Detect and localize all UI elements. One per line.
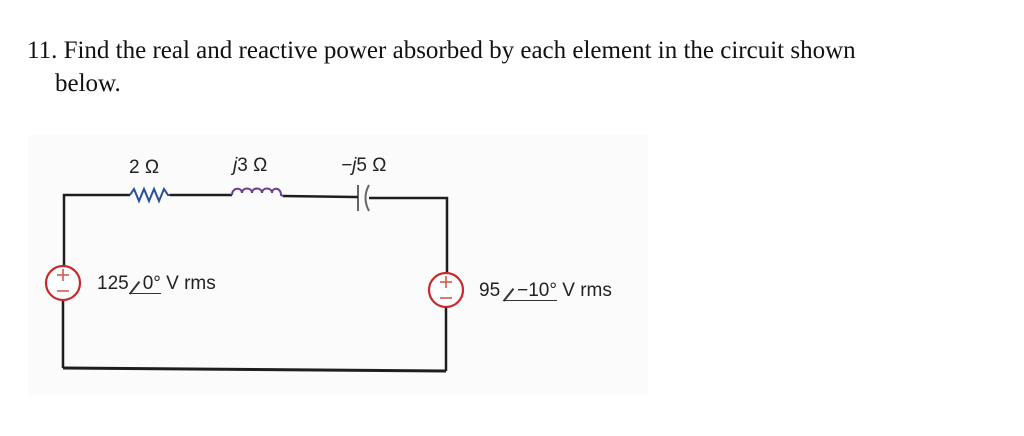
question-line-2: below. <box>55 70 121 97</box>
resistor-icon <box>129 186 170 204</box>
question-line-1: Find the real and reactive power absorbe… <box>63 37 856 64</box>
source-right-magnitude: 95 <box>479 280 501 301</box>
inductor-unit: Ω <box>253 155 268 176</box>
source-right-unit: V rms <box>562 280 612 301</box>
question-text: 11. Find the real and reactive power abs… <box>27 34 1007 100</box>
wire-top-left <box>62 193 130 265</box>
wire-inductor-capacitor <box>282 194 356 199</box>
capacitor-icon <box>355 184 370 212</box>
resistor-label: 2 Ω <box>129 157 159 179</box>
source-left-magnitude: 125 <box>97 273 129 294</box>
wire-bottom <box>62 366 447 373</box>
source-right-label: 95−10° V rms <box>479 280 612 302</box>
source-right-angle: −10° <box>503 281 557 301</box>
wire-top-right <box>369 196 449 272</box>
source-left-unit: V rms <box>166 273 216 294</box>
inductor-prefix: j <box>233 155 238 176</box>
capacitor-unit: Ω <box>372 155 387 176</box>
inductor-icon <box>231 187 284 197</box>
voltage-source-left-icon <box>44 264 82 302</box>
voltage-source-right-icon <box>427 271 465 309</box>
resistor-unit: Ω <box>144 157 160 178</box>
source-left-angle: 0° <box>128 274 161 294</box>
capacitor-label: −j5 Ω <box>341 155 386 177</box>
question-number: 11. <box>27 37 58 64</box>
resistor-value: 2 <box>129 157 140 178</box>
capacitor-prefix: −j <box>341 155 357 176</box>
wires <box>61 193 449 373</box>
inductor-value: 3 <box>237 155 248 176</box>
inductor-label: j3 Ω <box>233 155 267 177</box>
capacitor-value: 5 <box>356 155 367 176</box>
circuit-diagram <box>44 184 465 373</box>
